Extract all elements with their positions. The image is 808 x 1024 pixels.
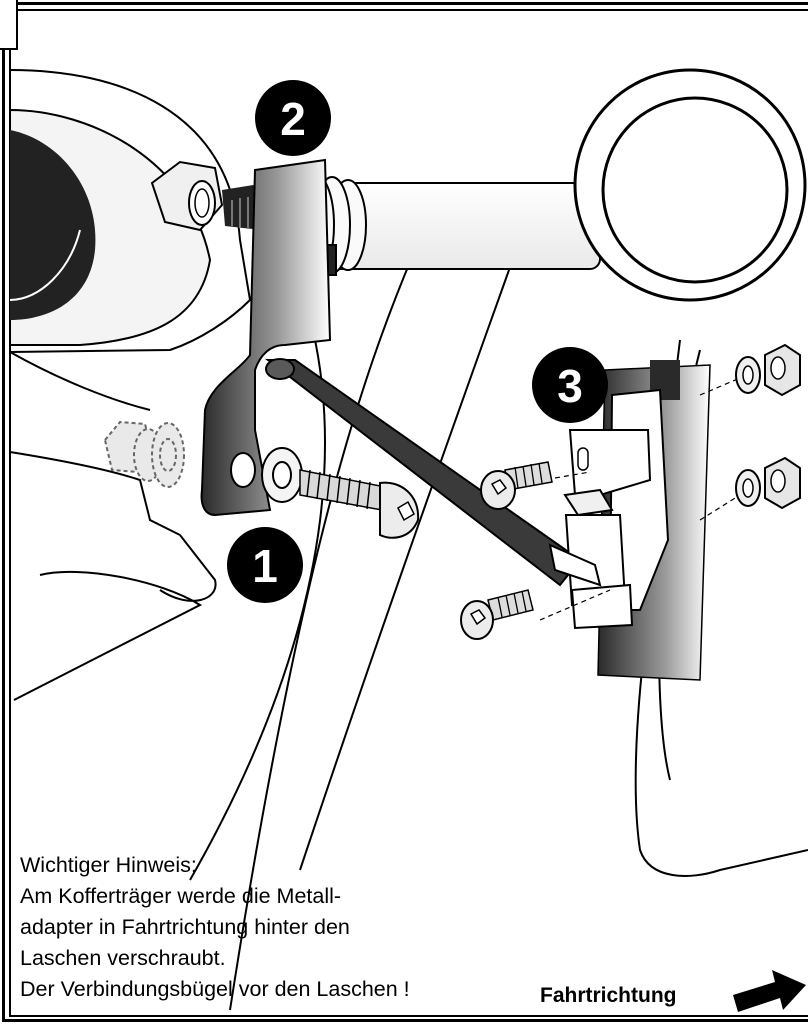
corner-tab xyxy=(0,0,18,50)
note-line: adapter in Fahrtrichtung hinter den xyxy=(20,915,350,939)
assembly-guides xyxy=(539,377,741,621)
right-arrow-icon xyxy=(733,970,806,1012)
callout-badge-1: 1 xyxy=(227,527,303,603)
metal-adapter xyxy=(548,388,670,630)
note-line: Laschen verschraubt. xyxy=(20,946,226,970)
socket-screw-upper xyxy=(480,461,553,510)
washer-nut-upper xyxy=(735,343,801,397)
note-heading: Wichtiger Hinweis: xyxy=(20,853,197,877)
important-note: Wichtiger Hinweis: Am Kofferträger werde… xyxy=(20,850,410,1005)
direction-label: Fahrtrichtung xyxy=(540,984,677,1007)
callout-badge-3: 3 xyxy=(532,347,608,423)
ghost-nut-stack xyxy=(103,420,185,488)
washer-nut-lower xyxy=(735,456,801,510)
hex-nut-top xyxy=(150,160,262,232)
callout-badge-2: 2 xyxy=(255,80,331,156)
note-line: Der Verbindungsbügel vor den Laschen ! xyxy=(20,977,410,1001)
note-line: Am Kofferträger werde die Metall- xyxy=(20,884,342,908)
metal-bracket xyxy=(200,158,332,517)
callout-1-number: 1 xyxy=(252,540,278,592)
washer-and-bolt xyxy=(261,447,420,539)
socket-screw-lower xyxy=(460,589,534,640)
inner-frame xyxy=(9,9,808,1017)
callout-2-number: 2 xyxy=(280,93,306,145)
engine-block xyxy=(9,108,212,346)
callout-3-number: 3 xyxy=(557,360,583,412)
round-ring xyxy=(573,68,807,302)
